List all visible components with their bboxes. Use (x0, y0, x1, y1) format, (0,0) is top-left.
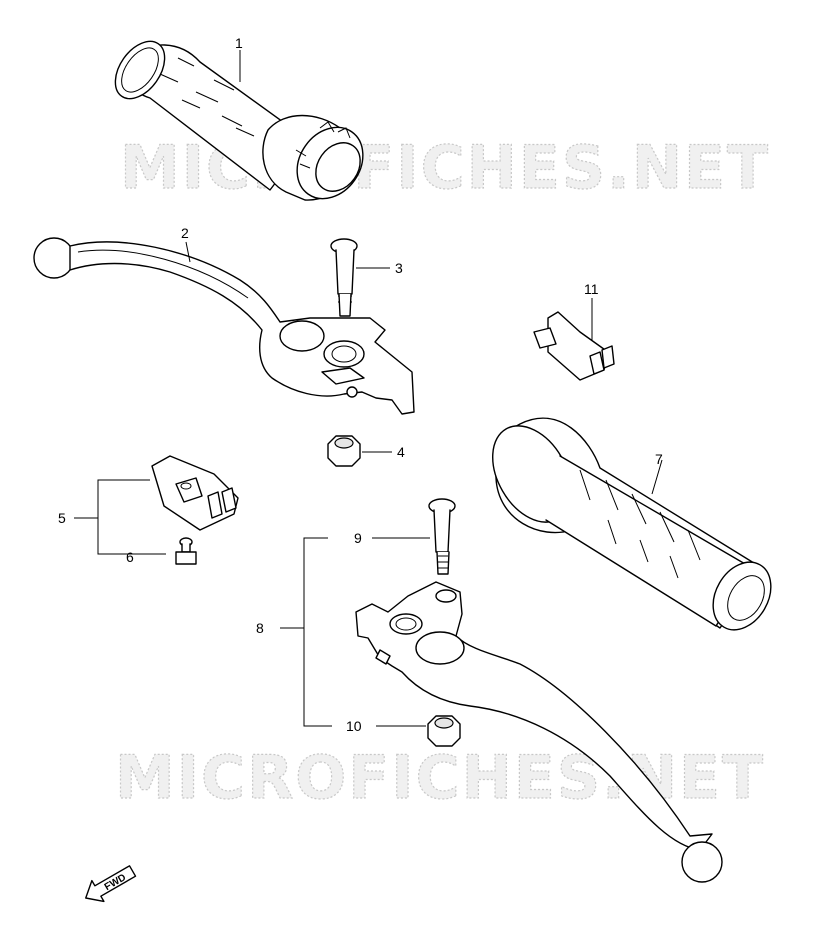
leader-7 (651, 459, 663, 495)
part-3-pivot-bolt (330, 238, 358, 317)
callout-11: 11 (584, 281, 599, 297)
callout-1: 1 (235, 35, 243, 51)
callout-7: 7 (655, 451, 663, 467)
part-1-throttle-grip (114, 40, 364, 201)
leader-5-6 (97, 479, 166, 555)
part-7-grip (492, 417, 772, 631)
part-8-clutch-lever (355, 581, 723, 883)
callout-3: 3 (395, 260, 403, 276)
part-6-screw (175, 537, 197, 565)
callout-2: 2 (181, 225, 189, 241)
part-5-switch (151, 455, 239, 531)
leader-8-bracket (303, 537, 332, 727)
part-11-switch (533, 311, 615, 381)
fwd-label: FWD (103, 872, 128, 893)
fwd-direction-arrow: FWD (85, 865, 137, 903)
part-9-pivot-bolt (428, 498, 456, 575)
part-2-brake-lever (33, 237, 415, 415)
callout-9: 9 (354, 530, 362, 546)
callout-8: 8 (256, 620, 264, 636)
part-10-nut (427, 715, 461, 747)
callout-6: 6 (126, 549, 134, 565)
watermark-bottom: MICROFICHES.NET (115, 743, 765, 813)
part-4-nut (327, 435, 361, 467)
leader-2 (185, 241, 191, 263)
callout-4: 4 (397, 444, 405, 460)
callout-5: 5 (58, 510, 66, 526)
callout-10: 10 (346, 718, 362, 734)
